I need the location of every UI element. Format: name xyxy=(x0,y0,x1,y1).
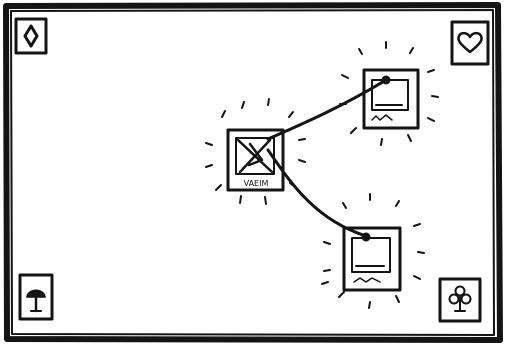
diamond-icon xyxy=(25,26,37,46)
corner-card-top-left[interactable] xyxy=(16,19,46,53)
link-anchor-dot[interactable] xyxy=(382,76,391,85)
upper-right-tile-glow xyxy=(340,42,438,145)
link-center-to-upper-right xyxy=(268,80,386,139)
club-icon xyxy=(450,287,471,312)
tree-icon xyxy=(27,290,45,311)
corner-card-top-right[interactable] xyxy=(452,22,488,64)
tile-lower-right[interactable] xyxy=(344,228,400,290)
cross-mark xyxy=(238,140,272,172)
heart-icon xyxy=(458,33,481,52)
link-anchor-dot[interactable] xyxy=(362,233,371,242)
tile-center-caption: VAEIM xyxy=(244,179,269,188)
corner-card-bottom-right[interactable] xyxy=(440,279,480,321)
tile-center[interactable]: VAEIM xyxy=(228,130,283,190)
board-frame xyxy=(6,5,500,340)
link-lines xyxy=(268,80,386,236)
corner-card-bottom-left[interactable] xyxy=(20,275,52,319)
tile-upper-right[interactable] xyxy=(364,70,418,128)
